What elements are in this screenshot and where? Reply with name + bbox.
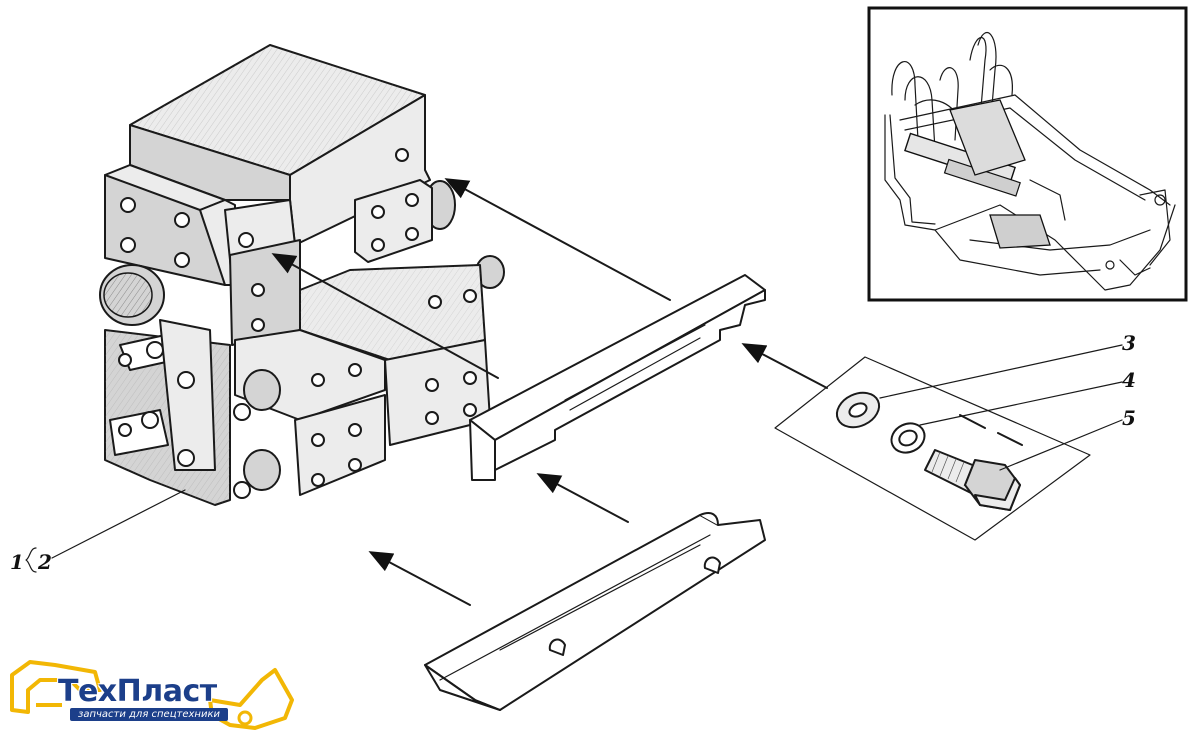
logo-brand-name: ТехПласт — [58, 674, 217, 709]
logo-tagline: запчасти для спецтехники — [70, 708, 228, 721]
callout-2: 2 — [38, 550, 52, 574]
callout-4: 4 — [1122, 368, 1136, 392]
callout-3: 3 — [1122, 331, 1136, 355]
angle-bracket-upper — [469, 274, 766, 481]
assembly-arrows — [271, 178, 828, 606]
hardware-panel — [774, 356, 1091, 541]
channel-bracket-lower — [424, 512, 766, 711]
callout-1: 1 — [10, 550, 24, 574]
excavator-icon — [10, 660, 102, 714]
hydraulic-valve-block — [99, 44, 505, 506]
callout-5: 5 — [1122, 406, 1136, 430]
logo-graphic — [10, 660, 294, 730]
overview-inset — [867, 6, 1188, 302]
leader-lines — [25, 344, 1123, 573]
